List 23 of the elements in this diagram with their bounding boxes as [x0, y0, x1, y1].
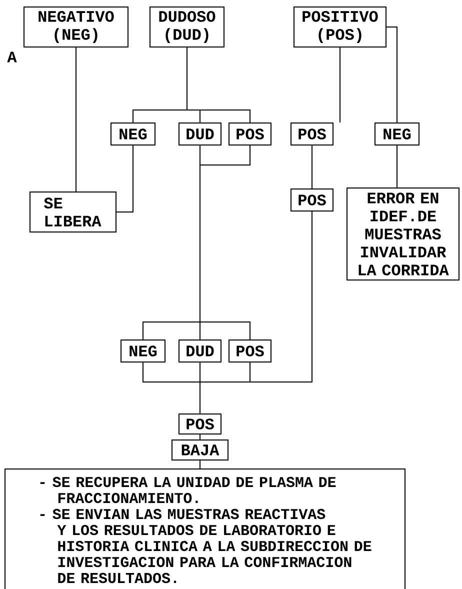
result-box: DUDOSO (DUD) — [150, 6, 224, 48]
connector-line — [186, 47, 250, 123]
note-box: - SE RECUPERA LA UNIDAD DE PLASMA DE FRACCIONAMIENTO. - SE ENVIAN LAS MUESTRAS REACTIVAS Y LOS RESULTADOS DE LABORATORIO E HISTORIA CLINICA A LA SUBDIRECCION DE INVESTIGACION PARA LA CONFIRMACION DE RESULTADOS. — [4, 468, 406, 589]
result-box: NEG — [110, 122, 156, 146]
result-box: DUD — [178, 122, 222, 146]
result-box: NEGATIVO (NEG) — [24, 6, 128, 48]
margin-letter: A — [7, 52, 17, 62]
connector-line — [396, 145, 398, 188]
connector-line — [116, 145, 134, 212]
result-box: BAJA — [172, 440, 228, 460]
result-box: DUD — [178, 340, 222, 362]
result-box: POS — [290, 188, 334, 212]
result-box: POS — [228, 122, 272, 146]
result-box: POS — [290, 122, 334, 146]
connector-line — [142, 145, 250, 340]
result-box: POS — [178, 414, 222, 434]
action-box: SE LIBERA — [30, 192, 116, 232]
result-box: NEG — [120, 340, 166, 362]
result-box: NEG — [374, 122, 420, 146]
result-box: POSITIVO (POS) — [294, 6, 386, 48]
action-box: ERROR EN IDEF.DE MUESTRAS INVALIDAR LA CORRIDA — [346, 188, 460, 280]
connector-line — [386, 26, 398, 123]
result-box: POS — [228, 340, 272, 362]
